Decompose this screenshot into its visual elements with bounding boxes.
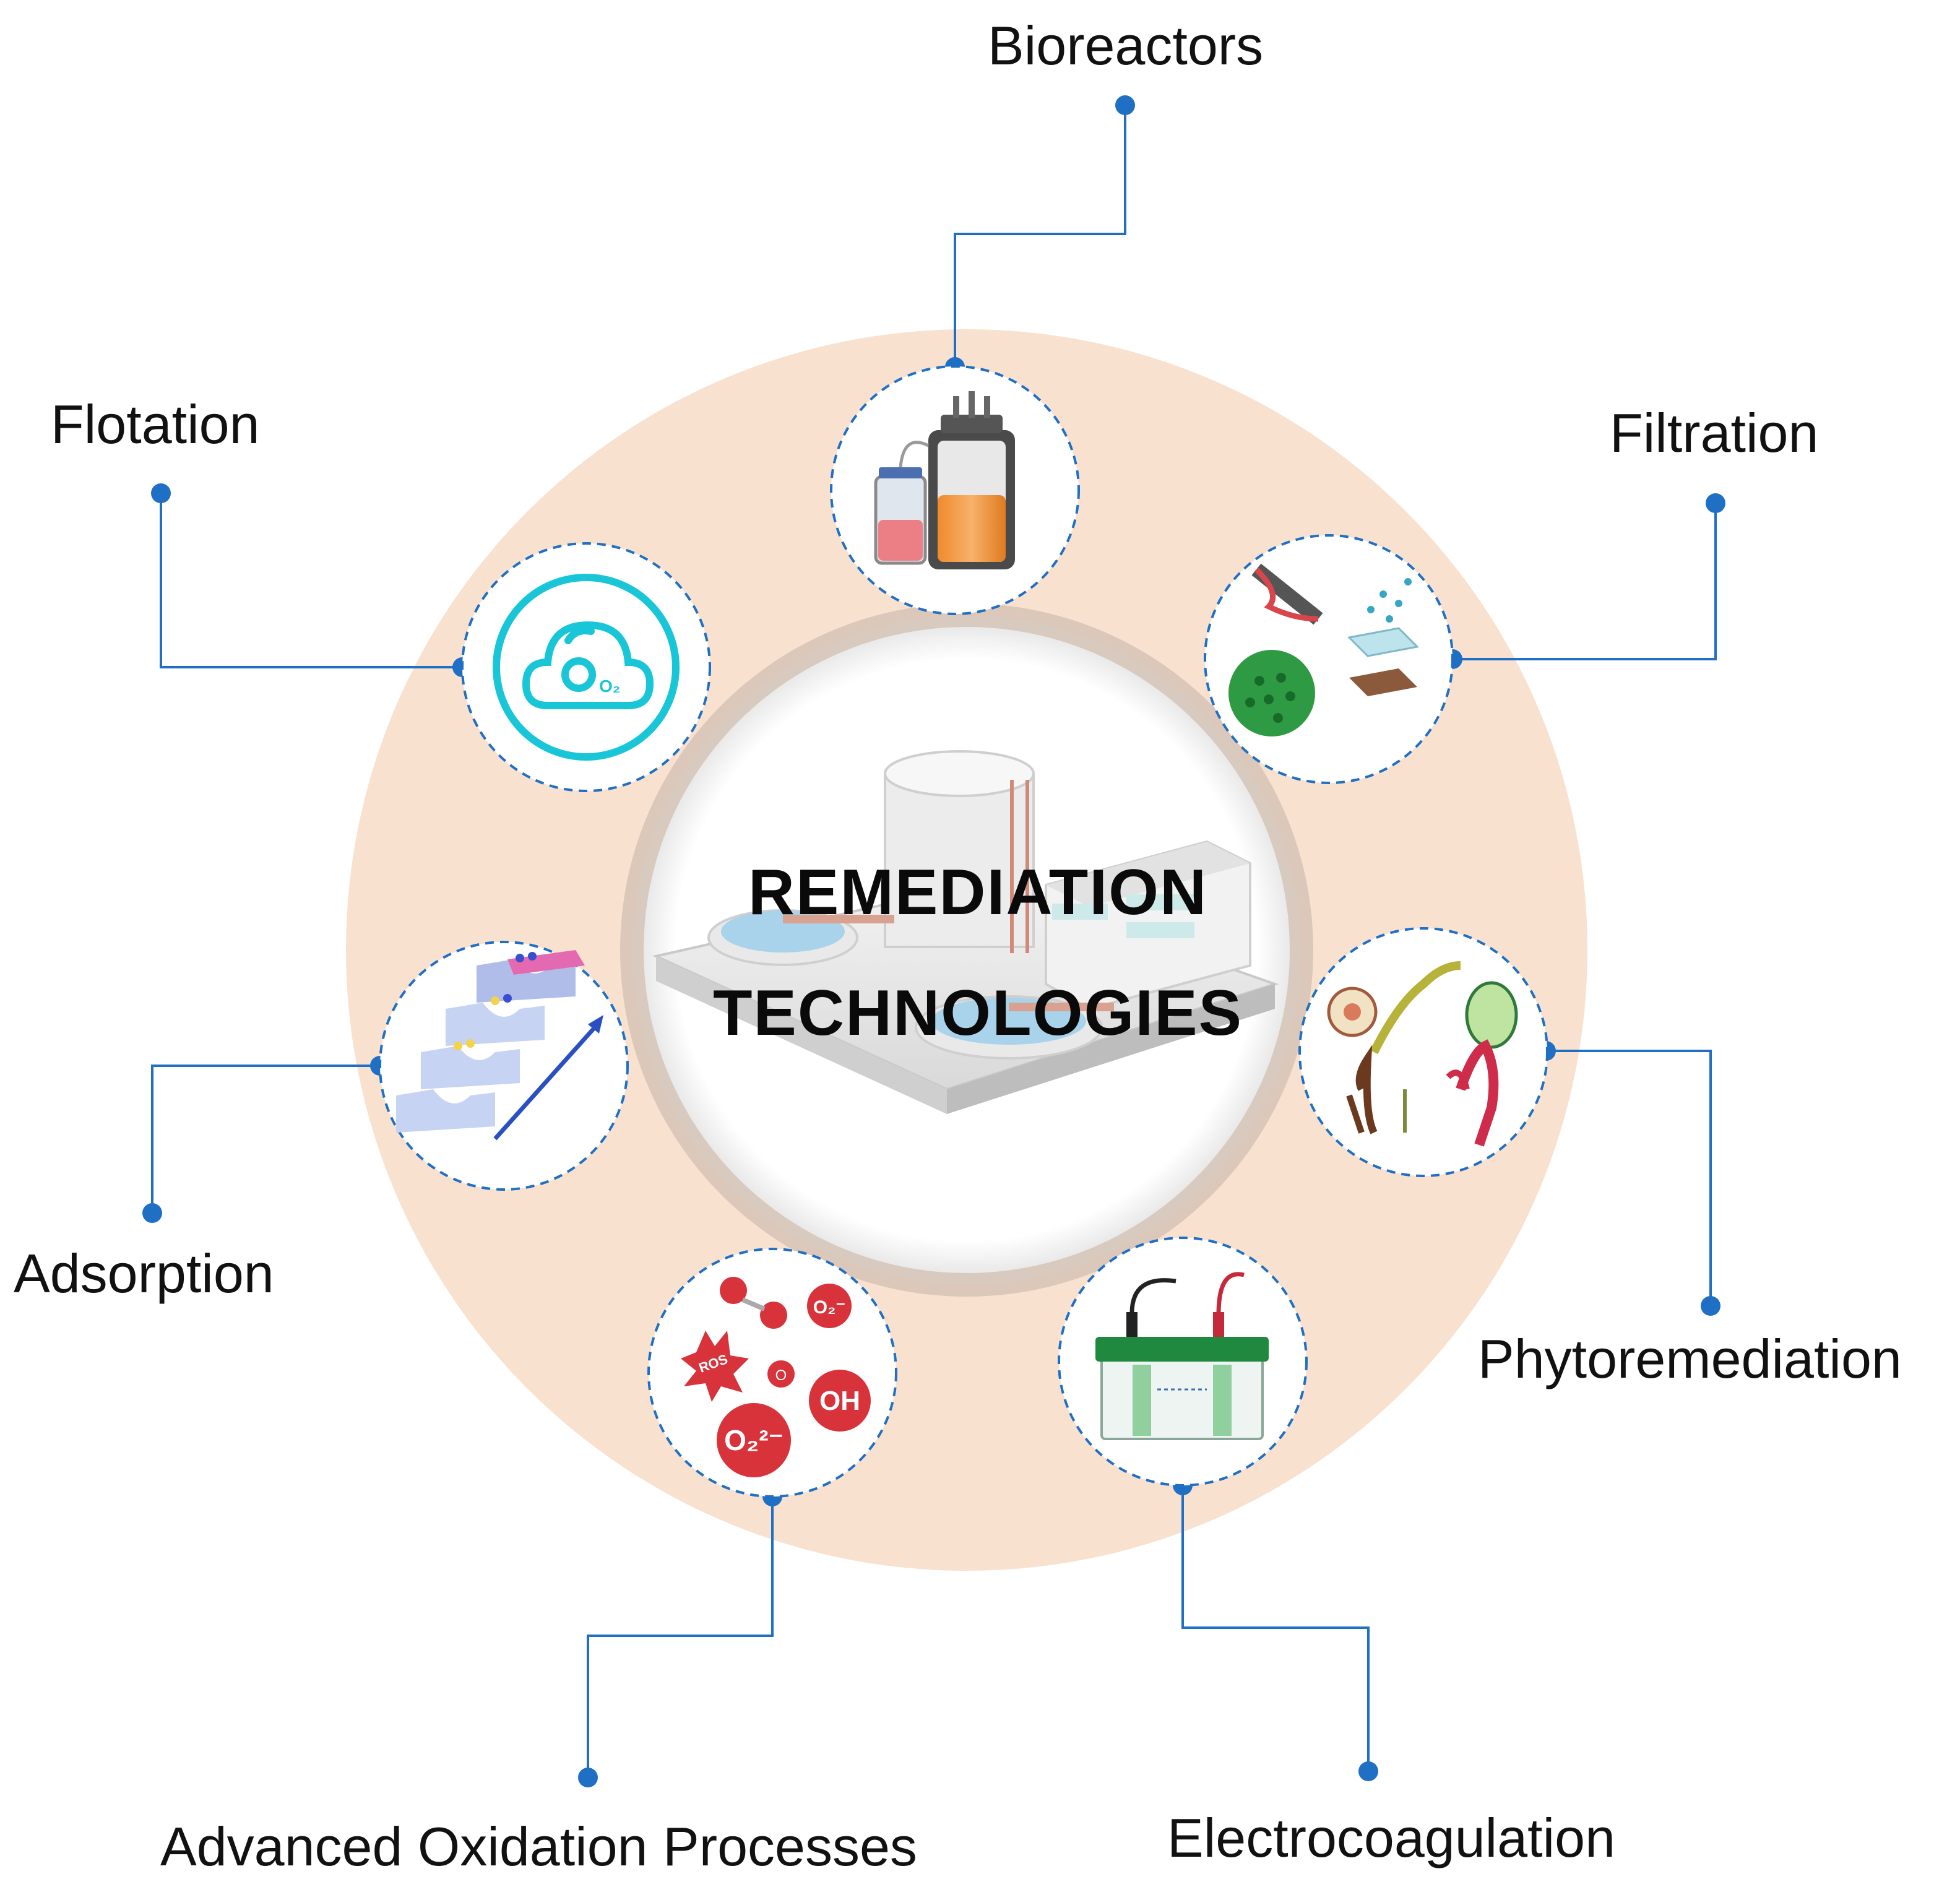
connector-bioreactors xyxy=(954,105,1126,365)
center-title-line2: TECHNOLOGIES xyxy=(712,977,1243,1049)
center-title-line1: REMEDIATION xyxy=(748,857,1208,928)
connector-aop xyxy=(587,1497,774,1776)
connector-adsorption xyxy=(151,1065,380,1212)
node-adsorption xyxy=(379,941,629,1191)
label-advanced-oxidation-processes: Advanced Oxidation Processes xyxy=(160,1816,917,1877)
filtration-membranes-icon xyxy=(1228,563,1420,736)
node-flotation: O₂ xyxy=(461,542,711,792)
label-phytoremediation: Phytoremediation xyxy=(1478,1328,1902,1389)
node-electrocoagulation xyxy=(1058,1237,1308,1487)
connector-phytoremediation xyxy=(1546,1050,1712,1305)
node-phytoremediation xyxy=(1298,927,1548,1177)
superoxide-label: O₂⁻ xyxy=(813,1297,846,1318)
algae-and-plants-icon xyxy=(1327,961,1518,1147)
oxygen-cloud-icon xyxy=(493,574,680,761)
label-electrocoagulation: Electrocoagulation xyxy=(1167,1807,1616,1868)
node-advanced-oxidation-processes: ROS O O₂⁻ OH O₂²⁻ xyxy=(647,1248,897,1498)
adsorption-stages-icon xyxy=(396,950,603,1141)
peroxide-label: O₂²⁻ xyxy=(724,1424,784,1456)
label-bioreactors: Bioreactors xyxy=(988,15,1264,76)
hydroxyl-label: OH xyxy=(819,1386,860,1416)
o2-cloud-label: O₂ xyxy=(599,676,620,696)
label-adsorption: Adsorption xyxy=(14,1243,274,1304)
connector-flotation xyxy=(160,493,462,668)
label-flotation: Flotation xyxy=(51,394,260,455)
o-radical-label: O xyxy=(775,1367,787,1384)
node-bioreactors xyxy=(830,365,1080,615)
node-filtration xyxy=(1204,534,1454,784)
water-treatment-plant-icon xyxy=(652,750,1279,1114)
connector-filtration xyxy=(1453,503,1717,660)
electrolysis-cell-icon xyxy=(1095,1272,1269,1440)
bioreactor-icon xyxy=(874,391,1015,569)
reactive-oxygen-species-icon: ROS O O₂⁻ OH O₂²⁻ xyxy=(681,1277,871,1477)
label-filtration: Filtration xyxy=(1610,402,1819,464)
connector-lines xyxy=(151,105,1717,1776)
connector-electrocoagulation xyxy=(1181,1485,1370,1770)
